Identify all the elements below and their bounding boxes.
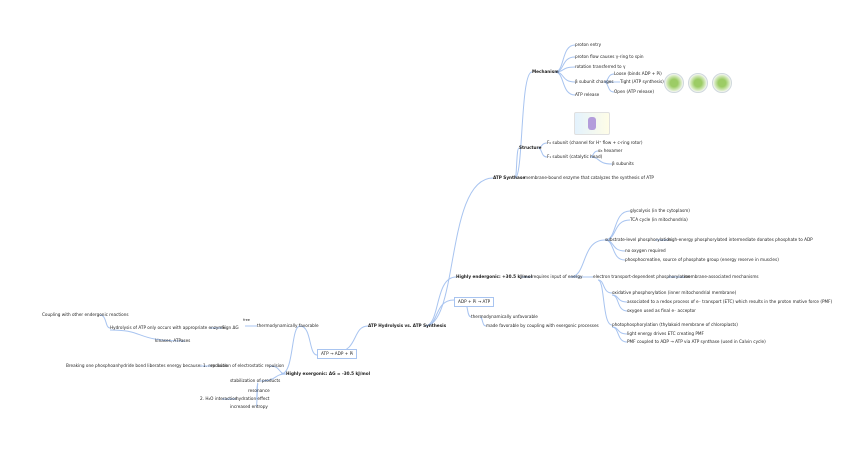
f1-part[interactable]: α₃ hexamer — [598, 148, 623, 153]
photophosphorylation[interactable]: photophosphorylation (thylakoid membrane… — [612, 322, 738, 327]
connector-line — [99, 314, 111, 329]
connector-line — [589, 156, 613, 165]
substrate-desc[interactable]: high-energy phosphorylated intermediate … — [668, 237, 813, 242]
connector-line — [611, 326, 628, 343]
increased-entropy[interactable]: increased entropy — [230, 404, 268, 409]
substrate-level[interactable]: substrate-level phosphorylation — [605, 237, 672, 242]
connector-line — [604, 210, 631, 241]
substrate-item[interactable]: glycolysis (in the cytoplasm) — [630, 208, 690, 213]
mechanism-item[interactable]: proton flow causes γ-ring to spin — [575, 54, 644, 59]
connector-line — [537, 147, 548, 158]
unfavorable[interactable]: thermodynamically unfavorable — [471, 314, 538, 319]
connector-line — [109, 329, 186, 342]
requires-energy[interactable]: requires input of energy — [532, 274, 583, 279]
connector-line — [424, 177, 494, 327]
resonance[interactable]: resonance — [248, 388, 270, 393]
connector-line — [424, 299, 455, 327]
connector-line — [479, 316, 487, 327]
f1-part[interactable]: β subunits — [612, 161, 634, 166]
topic-structure[interactable]: Structure — [519, 145, 542, 150]
oxidative-item[interactable]: oxygen used as final e⁻ acceptor — [627, 308, 696, 313]
mechanism-item[interactable]: β subunit changes — [575, 79, 614, 84]
connector-line — [280, 325, 301, 375]
connector-line — [514, 71, 533, 179]
connector-line — [259, 373, 287, 382]
substrate-item[interactable]: no oxygen required — [625, 248, 666, 253]
sign-delta-g[interactable]: Sign ΔG — [222, 325, 239, 330]
free-label: free — [243, 318, 250, 322]
connector-line — [554, 44, 576, 73]
photo-item[interactable]: light energy drives ETC creating PMF — [627, 331, 704, 336]
state-tight[interactable]: Tight (ATP synthesis) — [620, 79, 664, 84]
photo-item[interactable]: PMF coupled to ADP → ATP via ATP synthas… — [627, 339, 766, 344]
central-topic[interactable]: ATP Hydrolysis vs. ATP Synthesis — [368, 323, 447, 328]
topic-atp-synthase[interactable]: ATP Synthase — [493, 175, 526, 180]
rotor-image-3 — [712, 73, 732, 93]
connector-line — [604, 219, 631, 241]
coupling-endergonic[interactable]: Coupling with other endergonic reactions — [42, 312, 129, 317]
oxidative-item[interactable]: associated to a redox process of e⁻ tran… — [627, 299, 833, 304]
reduction-repulsion[interactable]: reduction of electrostatic repulsion — [211, 363, 285, 368]
etc-desc[interactable]: membrane-associated mechanisms — [684, 274, 759, 279]
connector-line — [604, 239, 626, 261]
synthesis-equation-box[interactable]: ADP + Pi → ATP — [454, 297, 495, 307]
substrate-item[interactable]: TCA cycle (in mitochondria) — [630, 217, 688, 222]
connector-line — [569, 239, 606, 278]
topic-endergonic[interactable]: Highly endergonic: +30.5 kJ/mol — [456, 274, 533, 279]
substrate-item[interactable]: phosphocreatine, source of phosphate gro… — [625, 257, 779, 262]
connector-line — [424, 276, 457, 327]
connector-line — [611, 294, 628, 312]
hydration-effect[interactable]: hydration effect — [236, 396, 270, 401]
water-interaction[interactable]: 2. H₂O interaction — [200, 396, 238, 401]
stabilization[interactable]: stabilization of products — [230, 378, 281, 383]
kinases[interactable]: kinases, ATPases — [155, 338, 191, 343]
etc-phosphorylation[interactable]: electron transport-dependent phosphoryla… — [593, 274, 691, 279]
structure-f1[interactable]: F₁ subunit (catalytic head) — [547, 154, 603, 159]
hydrolysis-equation-box[interactable]: ATP → ADP + Pi — [317, 349, 358, 359]
connector-line — [597, 279, 613, 326]
breaking-bond[interactable]: Breaking one phosphoanhydride bond liber… — [66, 363, 228, 368]
connector-line — [514, 147, 520, 179]
connector-line — [255, 382, 259, 408]
connector-line — [603, 81, 615, 93]
atp-synthase-image — [574, 112, 610, 135]
mechanism-item[interactable]: rotation transferred to γ — [575, 64, 626, 69]
mechanism-item[interactable]: ATP release — [575, 92, 600, 97]
structure-f0[interactable]: F₀ subunit (channel for H⁺ flow + c-ring… — [547, 140, 643, 145]
topic-mechanism[interactable]: Mechanism — [532, 69, 559, 74]
favorable[interactable]: thermodynamically favorable — [257, 323, 319, 328]
connector-line — [554, 71, 576, 96]
enzyme-required[interactable]: Hydrolysis of ATP only occurs with appro… — [110, 325, 226, 330]
state-open[interactable]: Open (ATP release) — [614, 89, 655, 94]
mechanism-item[interactable]: proton entry — [575, 42, 602, 47]
connector-line — [299, 325, 318, 356]
rotor-image-2 — [688, 73, 708, 93]
coupling-exergonic[interactable]: made favorable by coupling with exergoni… — [486, 323, 599, 328]
oxidative-phosphorylation[interactable]: oxidative phosphorylation (inner mitocho… — [612, 290, 737, 295]
topic-exergonic[interactable]: Highly exergonic: ΔG = -30.5 kJ/mol — [286, 371, 371, 376]
state-loose[interactable]: Loose (binds ADP + Pi) — [614, 71, 662, 76]
synthase-definition[interactable]: membrane-bound enzyme that catalyzes the… — [524, 175, 654, 180]
rotor-image-1 — [664, 73, 684, 93]
